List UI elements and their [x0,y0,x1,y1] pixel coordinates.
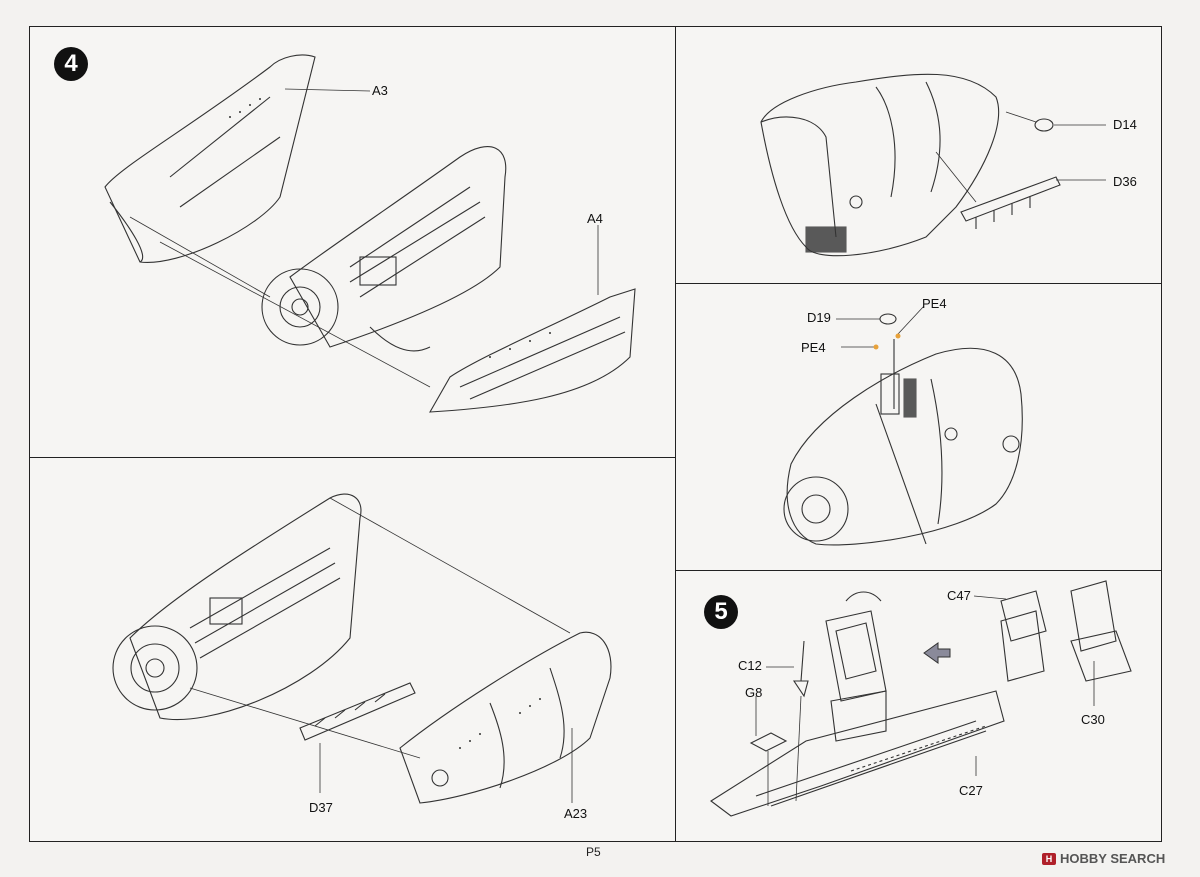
gun-sight-illustration [783,305,1023,546]
gun-sight-panel: D19 PE4 PE4 [675,283,1162,571]
part-label-c12: C12 [738,658,762,673]
step-5-badge: 5 [704,595,738,629]
cowling-open-illustration [104,54,636,413]
step4-bottom-panel: D37 A23 [29,457,676,842]
exhaust-panel: D14 D36 [675,26,1162,284]
part-label-pe4-top: PE4 [922,296,947,311]
hobby-search-logo-icon: H [1042,852,1056,865]
part-label-d14: D14 [1113,117,1137,132]
assembly-arrow-icon [923,642,951,664]
part-label-c47: C47 [947,588,971,603]
part-label-d19: D19 [807,310,831,325]
part-label-d37: D37 [309,800,333,815]
part-label-c30: C30 [1081,712,1105,727]
part-label-pe4-left: PE4 [801,340,826,355]
step5-panel: 5 C47 C12 G8 C30 C27 [675,570,1162,842]
cockpit-illustration [710,580,1132,817]
part-label-c27: C27 [959,783,983,798]
step-4-badge: 4 [54,47,88,81]
step4-top-panel: 4 A3 A4 [29,26,676,458]
watermark-text: HOBBY SEARCH [1060,851,1166,866]
hobby-search-watermark: H HOBBY SEARCH [1042,851,1165,866]
part-label-g8: G8 [745,685,763,700]
part-label-d36: D36 [1113,174,1137,189]
part-label-a4: A4 [587,211,603,226]
part-label-a23: A23 [564,806,588,821]
page-number: P5 [586,845,601,859]
cowling-close-illustration [112,493,612,804]
part-label-a3: A3 [372,83,388,98]
exhaust-illustration [760,73,1106,257]
